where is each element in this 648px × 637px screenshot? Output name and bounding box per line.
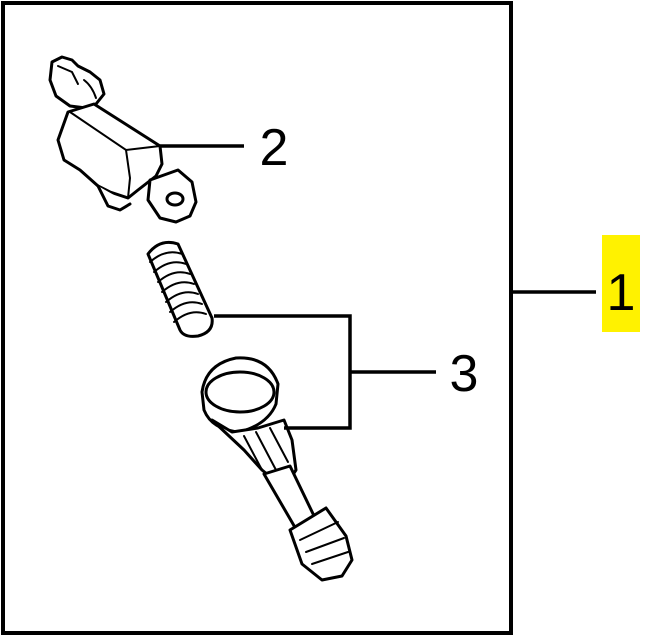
callout-1-label: 1: [607, 264, 636, 322]
ignition-coil-drawing: [48, 55, 198, 224]
boot-drawing: [200, 356, 354, 582]
callout-1-highlight: [602, 235, 640, 332]
parts-frame: [1, 1, 513, 635]
spring-drawing: [146, 240, 214, 338]
callout-3-label: 3: [450, 345, 479, 403]
callout-2-label: 2: [260, 119, 289, 177]
